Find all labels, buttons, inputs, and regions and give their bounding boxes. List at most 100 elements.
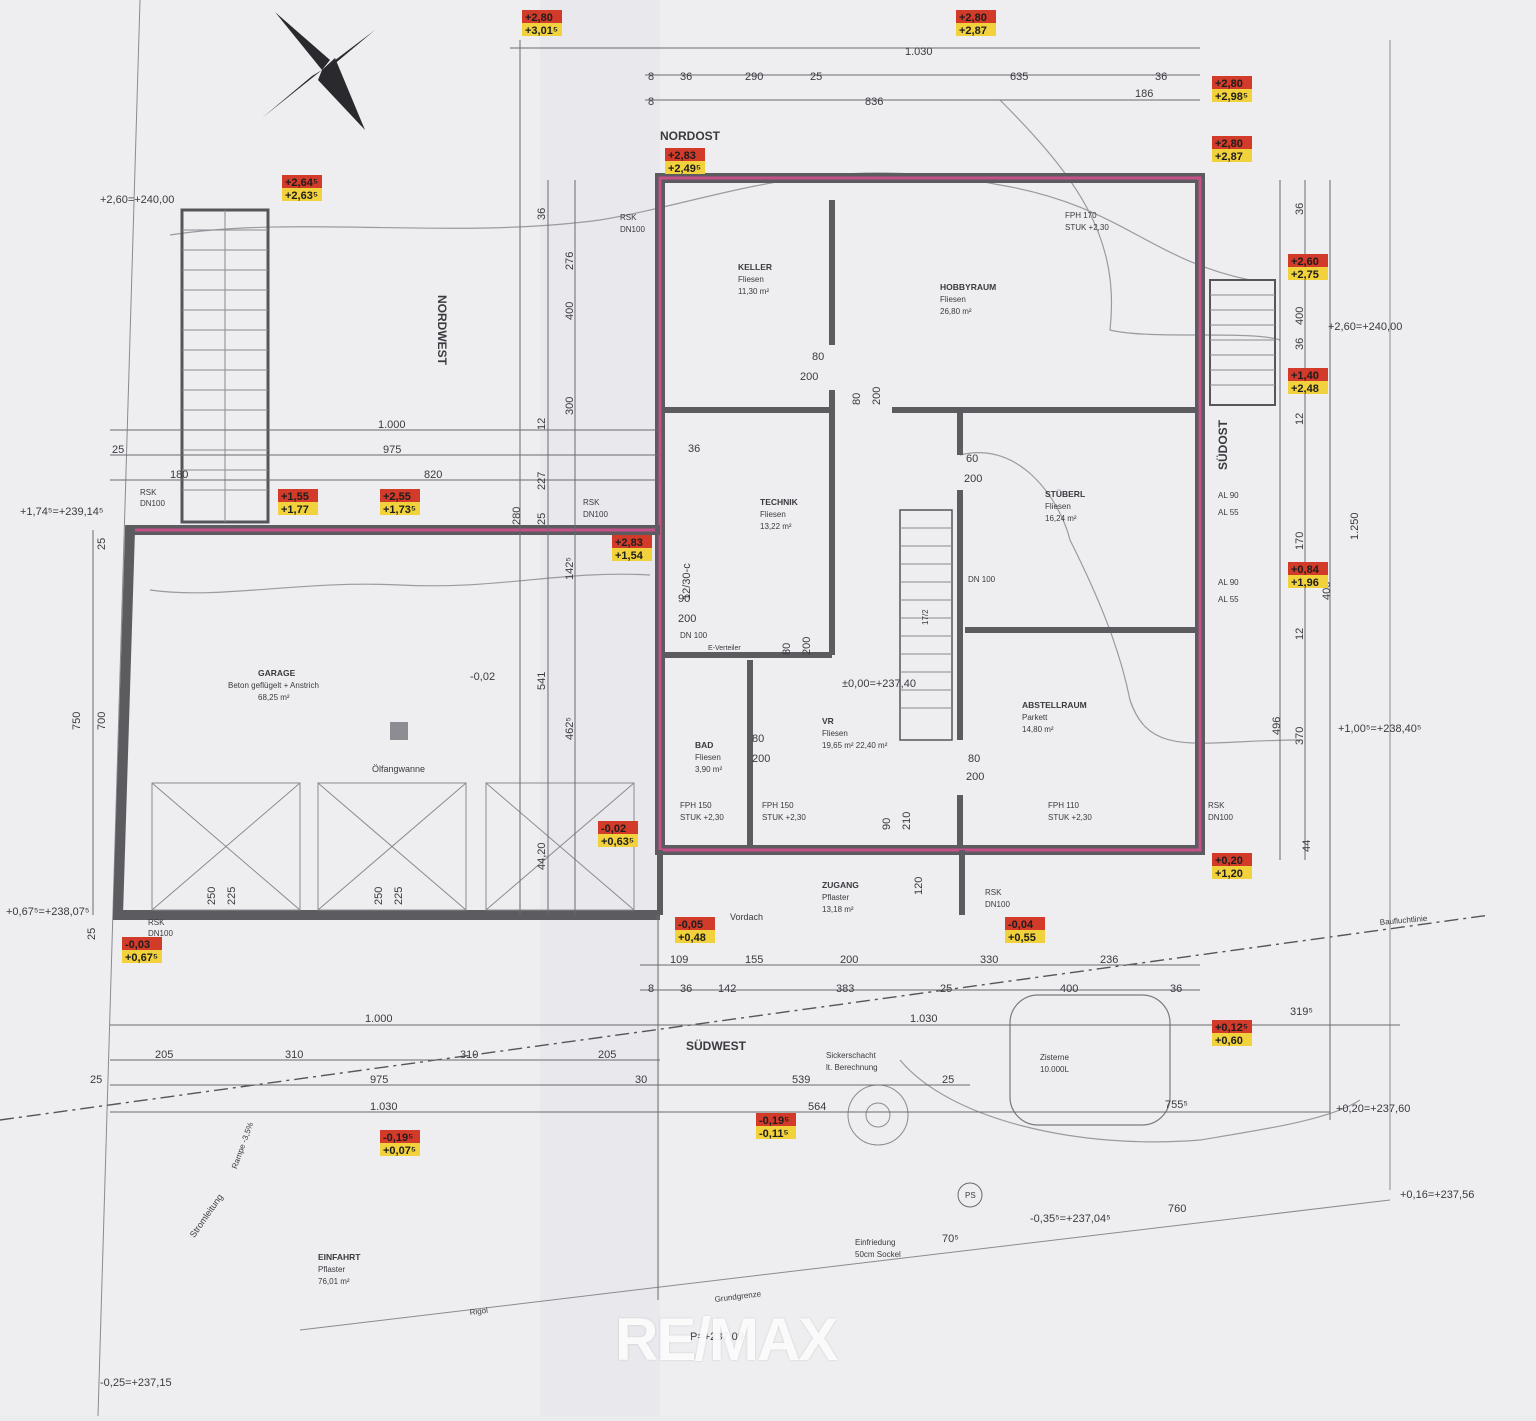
dims-right: 36 400 12 170 406 1.250 496 370 12 44 36: [1271, 203, 1361, 852]
svg-text:310: 310: [285, 1049, 303, 1061]
compass-icon: [262, 12, 375, 130]
svg-text:170: 170: [1294, 532, 1306, 550]
terrain-line-1: [169, 172, 1251, 281]
level-tag-bottom: +1,77: [281, 504, 309, 516]
svg-text:36: 36: [688, 443, 700, 455]
room-vr: VR Fliesen 19,65 m² 22,40 m²: [822, 716, 888, 750]
level-tag: +0,84+1,96: [1288, 562, 1328, 589]
dims-left: 1.000 975 820 25 180 750 700 25 25 36 27…: [71, 208, 700, 940]
level-tag-bottom: +2,87: [959, 25, 987, 37]
level-tag-bottom-bg: [612, 548, 652, 561]
level-tag-top: -0,05: [678, 919, 703, 931]
level-tag-top-bg: [1288, 368, 1328, 381]
room-area: 13,18 m²: [822, 905, 854, 914]
level-tag-bottom-bg: [1212, 866, 1252, 879]
svg-text:12: 12: [1294, 628, 1306, 640]
level-tag-bottom-bg: [1288, 267, 1328, 280]
room-floor: Fliesen: [760, 510, 786, 519]
label-dn100-5: DN100: [985, 900, 1010, 909]
level-tag: +2,55+1,73⁵: [380, 489, 420, 516]
level-tag-bottom: +0,60: [1215, 1035, 1243, 1047]
svg-text:25: 25: [942, 1074, 954, 1086]
level-tag-top-bg: [598, 821, 638, 834]
level-tag-bottom-bg: [1005, 930, 1045, 943]
label-sickerschacht: Sickerschacht: [826, 1051, 877, 1060]
room-technik: TECHNIK Fliesen 13,22 m²: [760, 497, 799, 531]
level-tag-top-bg: [1212, 853, 1252, 866]
svg-text:8: 8: [648, 71, 654, 83]
label-zisterne-volume: 10.000L: [1040, 1065, 1069, 1074]
svg-text:70⁵: 70⁵: [942, 1233, 959, 1245]
level-tag: +1,55+1,77: [278, 489, 318, 516]
level-tag-top: +1,55: [281, 491, 309, 503]
svg-text:25: 25: [940, 983, 952, 995]
svg-text:700: 700: [96, 712, 108, 730]
seepage-shaft-inner: [865, 1102, 891, 1128]
svg-text:205: 205: [155, 1049, 173, 1061]
svg-text:1.030: 1.030: [905, 46, 933, 58]
room-floor: Fliesen: [822, 729, 848, 738]
level-tag-bottom-bg: [756, 1126, 796, 1139]
level-tag-top: +2,64⁵: [285, 177, 318, 189]
room-floor: Pflaster: [822, 893, 849, 902]
label-rsk-1: RSK: [140, 488, 157, 497]
room-name: GARAGE: [258, 668, 296, 678]
level-tag-top: +2,80: [959, 12, 987, 24]
room-name: BAD: [695, 740, 713, 750]
level-tag-bottom-bg: [675, 930, 715, 943]
label-dn100-4: DN100: [1208, 813, 1233, 822]
room-hobbyraum: HOBBYRAUM Fliesen 26,80 m²: [940, 282, 996, 316]
svg-text:276: 276: [564, 252, 576, 270]
level-tag-top: +0,12⁵: [1215, 1022, 1248, 1034]
svg-text:90: 90: [678, 593, 690, 605]
level-tag: -0,02+0,63⁵: [598, 821, 638, 848]
svg-text:319⁵: 319⁵: [1290, 1006, 1313, 1018]
svg-text:25: 25: [112, 444, 124, 456]
svg-text:36: 36: [1170, 983, 1182, 995]
label-fph170-top: FPH 170: [1065, 211, 1097, 220]
building-line: [0, 914, 1491, 1121]
svg-text:210: 210: [901, 812, 913, 830]
level-tag-top-bg: [1212, 1020, 1252, 1033]
svg-text:8: 8: [648, 96, 654, 108]
svg-text:12: 12: [536, 418, 548, 430]
level-tag-top-bg: [380, 489, 420, 502]
level-tag-bottom: +1,73⁵: [383, 504, 416, 516]
label-fph110: FPH 110: [1048, 801, 1080, 810]
level-tag-bottom: +2,98⁵: [1215, 91, 1248, 103]
svg-text:227: 227: [536, 472, 548, 490]
svg-text:1.250: 1.250: [1349, 512, 1361, 540]
svg-text:400: 400: [1060, 983, 1078, 995]
room-stueberl: STÜBERL Fliesen 16,24 m²: [1045, 489, 1085, 523]
svg-text:+0,16=+237,56: +0,16=+237,56: [1400, 1189, 1474, 1201]
svg-text:90: 90: [881, 818, 893, 830]
level-tag-bottom-bg: [956, 23, 996, 36]
svg-text:200: 200: [752, 753, 770, 765]
level-tag-bottom-bg: [522, 23, 562, 36]
room-keller: KELLER Fliesen 11,30 m²: [738, 262, 772, 296]
room-garage: GARAGE Beton geflügelt + Anstrich 68,25 …: [228, 668, 319, 702]
svg-text:+0,20=+237,60: +0,20=+237,60: [1336, 1103, 1410, 1115]
svg-text:8: 8: [648, 983, 654, 995]
elevations: +2,60=+240,00 +2,60=+240,00 +1,74⁵=+239,…: [6, 194, 1474, 1389]
building-walls: [112, 173, 1205, 920]
svg-text:236: 236: [1100, 954, 1118, 966]
label-rsk-2: RSK: [620, 213, 637, 222]
svg-text:836: 836: [865, 96, 883, 108]
svg-text:1.030: 1.030: [910, 1013, 938, 1025]
svg-text:36: 36: [680, 983, 692, 995]
svg-text:80: 80: [968, 753, 980, 765]
oil-pan-icon: [390, 722, 408, 740]
svg-text:200: 200: [801, 637, 813, 655]
label-stuk-vr: STUK +2,30: [762, 813, 806, 822]
room-name: EINFAHRT: [318, 1252, 361, 1262]
svg-text:250: 250: [373, 887, 385, 905]
svg-text:+2,60=+240,00: +2,60=+240,00: [1328, 321, 1402, 333]
svg-text:205: 205: [598, 1049, 616, 1061]
room-floor: Beton geflügelt + Anstrich: [228, 681, 319, 690]
level-tag-top-bg: [1005, 917, 1045, 930]
level-tag-top-bg: [282, 175, 322, 188]
svg-text:1.000: 1.000: [378, 419, 406, 431]
direction-nordost: NORDOST: [660, 129, 721, 143]
